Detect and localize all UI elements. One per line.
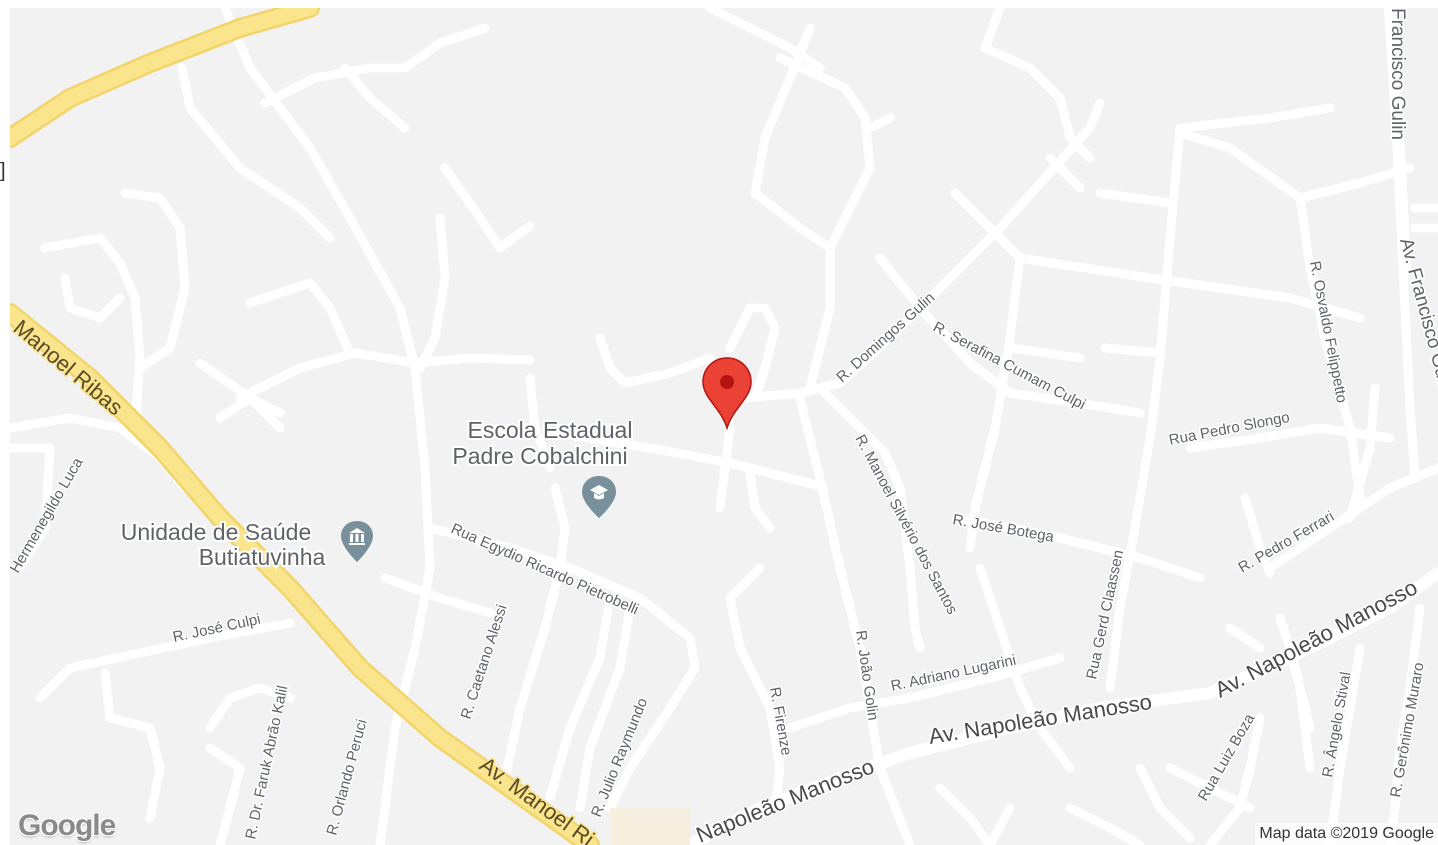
avenue-network	[684, 8, 1438, 845]
street-label-domingos-gulin: R. Domingos Gulin	[833, 289, 938, 386]
poi-school-name-line1: Escola Estadual	[468, 417, 633, 443]
street-label-egydio: Rua Egydio Ricardo Pietrobelli	[448, 520, 641, 618]
building-area	[610, 808, 690, 845]
poi-school-name-line2: Padre Cobalchini	[452, 443, 627, 469]
street-label-osvaldo: R. Osvaldo Felippetto	[1306, 260, 1350, 405]
landmark-icon	[341, 521, 373, 562]
map-canvas[interactable]: R. Domingos Gulin R. Serafina Cumam Culp…	[10, 8, 1438, 845]
street-label-napoleao-mid: Av. Napoleão Manosso	[927, 689, 1154, 749]
map-attribution[interactable]: Map data ©2019 Google	[1255, 823, 1438, 845]
street-label-manoel-silverio: R. Manoel Silvério dos Santos	[851, 432, 960, 617]
poi-health-name-line1: Unidade de Saúde	[121, 519, 312, 545]
highway-network	[10, 8, 690, 845]
street-label-francisco-top: Francisco Gulin	[1387, 8, 1408, 140]
location-pin-icon[interactable]	[702, 357, 752, 431]
street-labels: R. Domingos Gulin R. Serafina Cumam Culp…	[10, 8, 1438, 845]
street-network	[10, 8, 1438, 845]
street-label-geronimo: R. Gerônimo Muraro	[1387, 661, 1427, 799]
poi-health-unit[interactable]: Unidade de Saúde Butiatuvinha	[119, 517, 373, 572]
street-label-faruk: R. Dr. Faruk Abrão Kalil	[242, 684, 291, 841]
map-layer[interactable]: R. Domingos Gulin R. Serafina Cumam Culp…	[10, 8, 1438, 845]
street-label-orlando: R. Orlando Peruci	[323, 717, 370, 837]
street-label-caetano: R. Caetano Alessi	[458, 603, 511, 722]
poi-health-name-line2: Butiatuvinha	[199, 544, 326, 570]
street-label-manoel-ribas-top: Manoel Ribas	[10, 315, 128, 421]
poi-school[interactable]: Escola Estadual Padre Cobalchini	[450, 415, 634, 518]
edge-glyph: ]	[0, 160, 6, 182]
google-logo: Google	[18, 809, 116, 842]
street-label-napoleao-left: Napoleão Manosso	[693, 753, 878, 845]
school-icon	[582, 476, 616, 518]
